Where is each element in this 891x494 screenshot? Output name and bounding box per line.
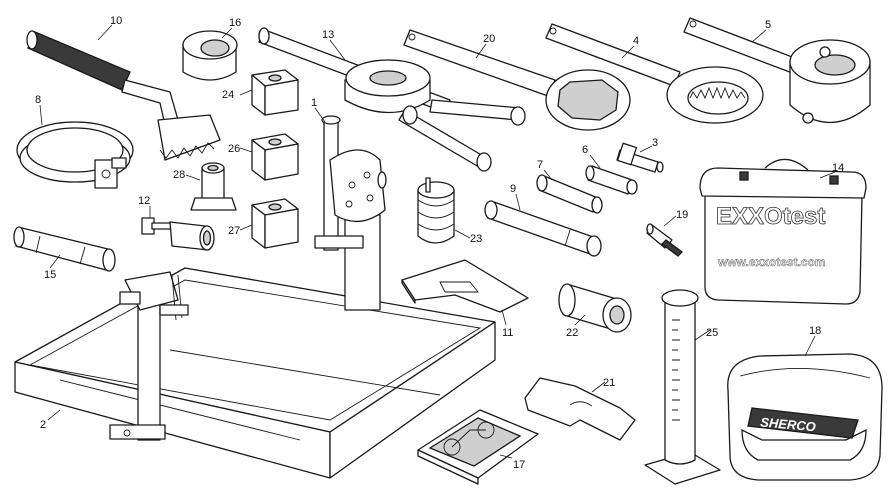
leader-lines [39, 24, 836, 459]
socket-extension [13, 226, 116, 272]
callout-28: 28 [173, 169, 185, 181]
flywheel-puller [141, 217, 215, 251]
seal-driver-cup [558, 283, 632, 333]
callout-19: 19 [676, 209, 688, 221]
callout-12: 12 [138, 195, 150, 207]
clamp-block-27 [251, 198, 299, 249]
valve-tool [646, 223, 683, 257]
piston-ring-compressor [16, 121, 134, 189]
callout-11: 11 [502, 327, 513, 339]
callout-13: 13 [322, 29, 334, 41]
small-pin-tool [616, 142, 664, 173]
callout-24: 24 [222, 89, 234, 101]
callout-20: 20 [483, 33, 495, 45]
case-brand-text: EXXOtest [716, 203, 825, 230]
callout-3: 3 [652, 137, 658, 149]
crankshaft-puller [258, 27, 526, 172]
callout-26: 26 [228, 143, 240, 155]
callout-labels: 10 16 13 20 4 5 8 1 24 26 27 28 12 3 6 7… [35, 15, 844, 471]
callout-25: 25 [706, 327, 718, 339]
spring-compressor-sleeve [417, 177, 455, 244]
bearing-driver-long [484, 200, 602, 257]
clamp-block-26 [251, 133, 299, 181]
bearing-driver-medium [536, 174, 603, 214]
callout-14: 14 [832, 162, 844, 174]
callout-5: 5 [765, 19, 771, 31]
callout-22: 22 [566, 327, 578, 339]
bearing-driver-small [585, 165, 638, 195]
tool-case: EXXOtest www.exxotest.com [699, 158, 867, 305]
callout-23: 23 [470, 233, 482, 245]
callout-21: 21 [603, 377, 615, 389]
crankcase-splitter [26, 30, 221, 161]
callout-17: 17 [513, 459, 525, 471]
callout-27: 27 [228, 225, 240, 237]
callout-9: 9 [510, 183, 516, 195]
callout-8: 8 [35, 94, 41, 106]
case-url-text: www.exxotest.com [717, 255, 826, 269]
sleeve-bushing [182, 30, 238, 81]
callout-18: 18 [809, 325, 821, 337]
octagon-ring-wrench [403, 29, 631, 131]
flat-plate [401, 259, 529, 313]
callout-7: 7 [537, 159, 543, 171]
clamp-block-24 [251, 69, 299, 116]
measuring-cylinder [644, 289, 721, 485]
callout-10: 10 [110, 15, 122, 27]
hook-wrench [683, 17, 871, 124]
callout-6: 6 [582, 144, 588, 156]
callout-2: 2 [40, 419, 46, 431]
tool-bag: SHERCO [727, 353, 883, 481]
callout-1: 1 [311, 97, 317, 109]
callout-15: 15 [44, 269, 56, 281]
clutch-holder-wrench [545, 23, 764, 124]
fork-spacer-plate [524, 377, 636, 441]
engine-support-stand [314, 115, 387, 311]
hex-adapter [190, 162, 237, 211]
callout-16: 16 [229, 17, 241, 29]
bag-brand-text: SHERCO [760, 415, 817, 435]
service-manual [417, 409, 539, 485]
callout-4: 4 [633, 35, 639, 47]
